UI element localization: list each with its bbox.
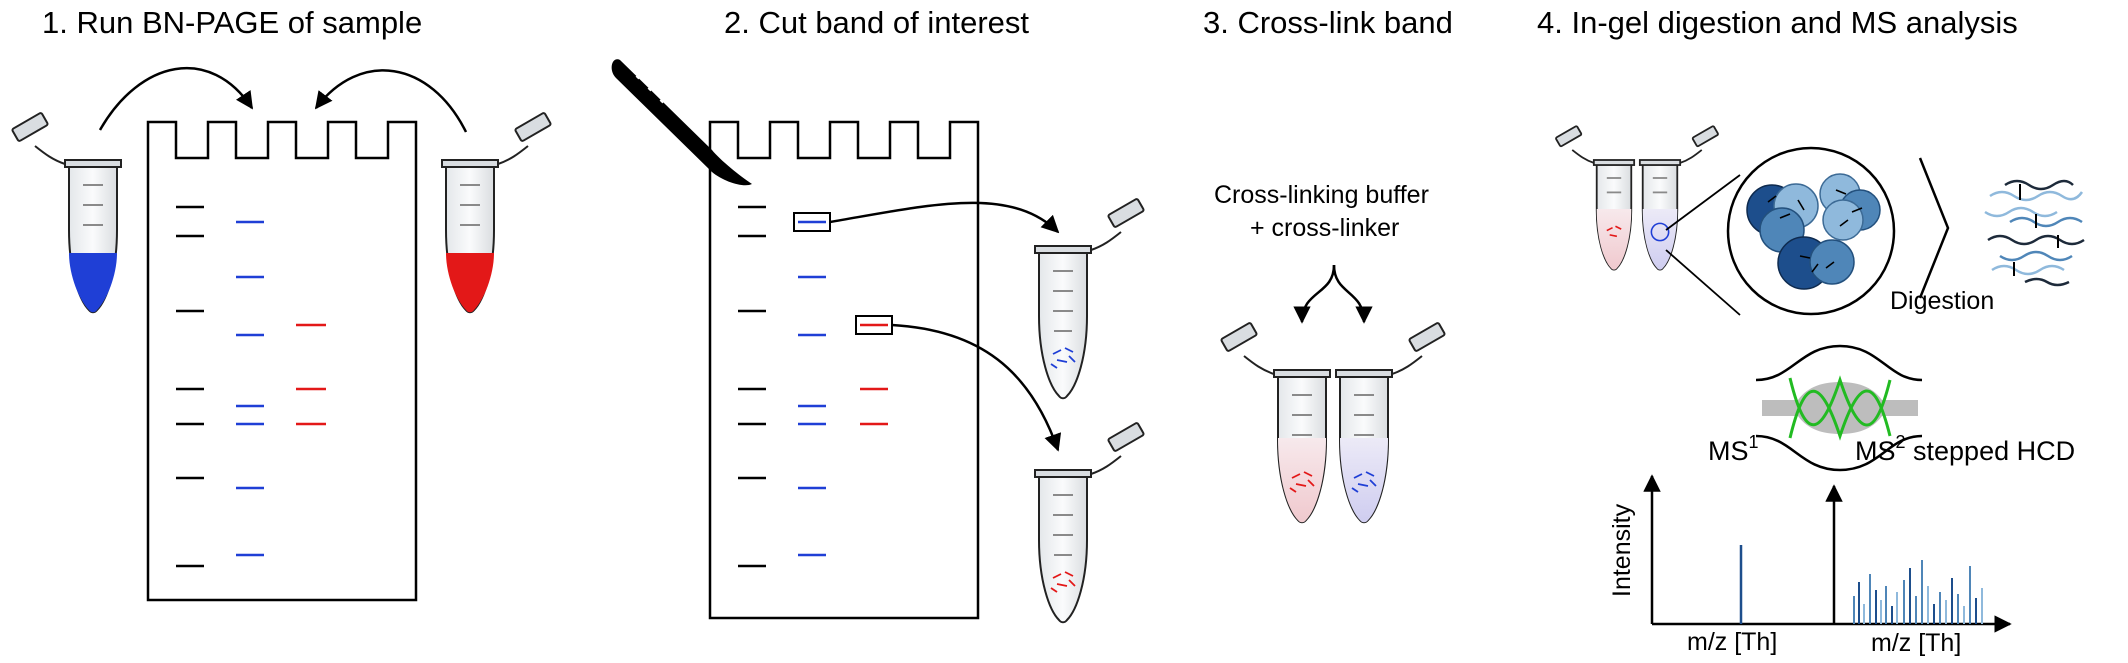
tube-blue-crosslink [1335, 322, 1446, 524]
ms1-label: MS1 [1708, 432, 1759, 466]
step1-title: 1. Run BN-PAGE of sample [42, 5, 422, 40]
digestion-chevron-icon [1918, 157, 1950, 299]
step4-title: 4. In-gel digestion and MS analysis [1537, 5, 2018, 40]
step2-panel [611, 59, 1145, 624]
step1-panel [11, 66, 552, 602]
split-arrow-right [1332, 264, 1373, 324]
tube-blue-band [1034, 198, 1145, 400]
red-lane-2 [860, 323, 888, 426]
ms2-peaks [1853, 560, 1983, 624]
tube-red-crosslink [1220, 322, 1331, 524]
load-arrow-blue [98, 66, 254, 131]
blue-lane-1 [236, 220, 264, 557]
spectrum-plot: Intensity m/z [Th] m/z [Th] [1608, 474, 2012, 657]
tube-red-band [1034, 422, 1145, 624]
step3-title: 3. Cross-link band [1203, 5, 1453, 40]
gel-1 [146, 120, 418, 602]
step3-panel: Cross-linking buffer + cross-linker [1214, 181, 1446, 524]
step4-panel: Digestion MS1 [1555, 125, 2085, 657]
gel-2 [708, 120, 980, 620]
blue-sample-tube [11, 112, 122, 314]
peptides-icon [1984, 179, 2085, 287]
ladder-1 [176, 205, 204, 568]
step2-title: 2. Cut band of interest [724, 5, 1029, 40]
transfer-arrow-blue [829, 201, 1060, 234]
load-arrow-red [314, 69, 468, 133]
ms-ion-trap-icon [1755, 344, 1923, 472]
red-sample-tube [441, 112, 552, 314]
zoom-line-top [1665, 174, 1741, 231]
crosslink-buffer-label: Cross-linking buffer [1214, 181, 1429, 209]
tube-red-digest [1555, 125, 1636, 271]
red-lane-1 [296, 323, 326, 426]
blue-lane-2 [798, 220, 826, 557]
digestion-label: Digestion [1890, 287, 1994, 315]
tube-blue-digest [1638, 125, 1719, 271]
zoom-line-bottom [1665, 249, 1741, 316]
x-axis-label-ms1: m/z [Th] [1687, 628, 1777, 656]
ms2-label: MS2 stepped HCD [1855, 432, 2075, 466]
protein-complex-zoom [1726, 146, 1896, 316]
crosslinker-label: + cross-linker [1250, 214, 1399, 242]
transfer-arrow-red [891, 323, 1062, 452]
scalpel-icon [611, 59, 752, 186]
y-axis-label: Intensity [1608, 503, 1636, 597]
split-arrow-left [1293, 264, 1336, 324]
ladder-2 [738, 205, 766, 568]
x-axis-label-ms2: m/z [Th] [1871, 629, 1961, 657]
